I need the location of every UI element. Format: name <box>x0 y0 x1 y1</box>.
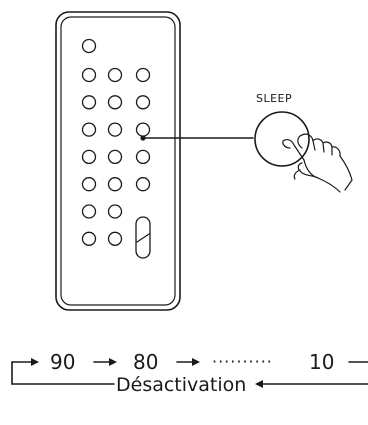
remote-button[interactable] <box>107 67 123 83</box>
sequence-ellipsis: ·········· <box>212 352 273 371</box>
sleep-button[interactable] <box>254 111 310 167</box>
sleep-button-zoom: SLEEP <box>254 92 353 193</box>
remote-button[interactable] <box>135 177 151 192</box>
hand-icon <box>282 133 353 193</box>
remote-button[interactable] <box>81 67 97 83</box>
callout-leader <box>140 135 254 141</box>
remote-button[interactable] <box>107 122 123 137</box>
arrow-right-icon <box>109 358 117 366</box>
remote-button[interactable] <box>107 149 123 165</box>
remote-button[interactable] <box>81 177 97 192</box>
remote-button[interactable] <box>81 95 97 110</box>
arrow-right-icon <box>31 358 39 366</box>
remote-button[interactable] <box>135 95 151 110</box>
remote-button[interactable] <box>107 95 123 110</box>
remote-inner <box>60 16 176 306</box>
remote-button[interactable] <box>135 67 151 83</box>
step-90: 90 <box>50 350 75 374</box>
remote-button[interactable] <box>135 149 151 165</box>
remote-button[interactable] <box>81 122 97 137</box>
off-label: Désactivation <box>116 374 246 396</box>
rocker-divider <box>136 233 150 243</box>
remote-top-button[interactable] <box>81 38 97 54</box>
step-80: 80 <box>133 350 158 374</box>
remote-button[interactable] <box>107 177 123 192</box>
remote-button[interactable] <box>81 149 97 165</box>
sleep-label: SLEEP <box>256 92 292 105</box>
remote-control <box>55 11 181 311</box>
arrow-left-icon <box>255 380 263 388</box>
remote-outer <box>55 11 181 311</box>
remote-button[interactable] <box>81 204 97 219</box>
remote-button[interactable] <box>81 231 97 246</box>
remote-button[interactable] <box>107 231 123 246</box>
remote-button-grid <box>81 67 151 246</box>
remote-button[interactable] <box>107 204 123 219</box>
sleep-timer-sequence: 90 80 ·········· 10 Désactivation <box>11 350 368 396</box>
step-10: 10 <box>309 350 334 374</box>
arrow-right-icon <box>192 358 200 366</box>
remote-sleep-button[interactable] <box>135 122 151 137</box>
